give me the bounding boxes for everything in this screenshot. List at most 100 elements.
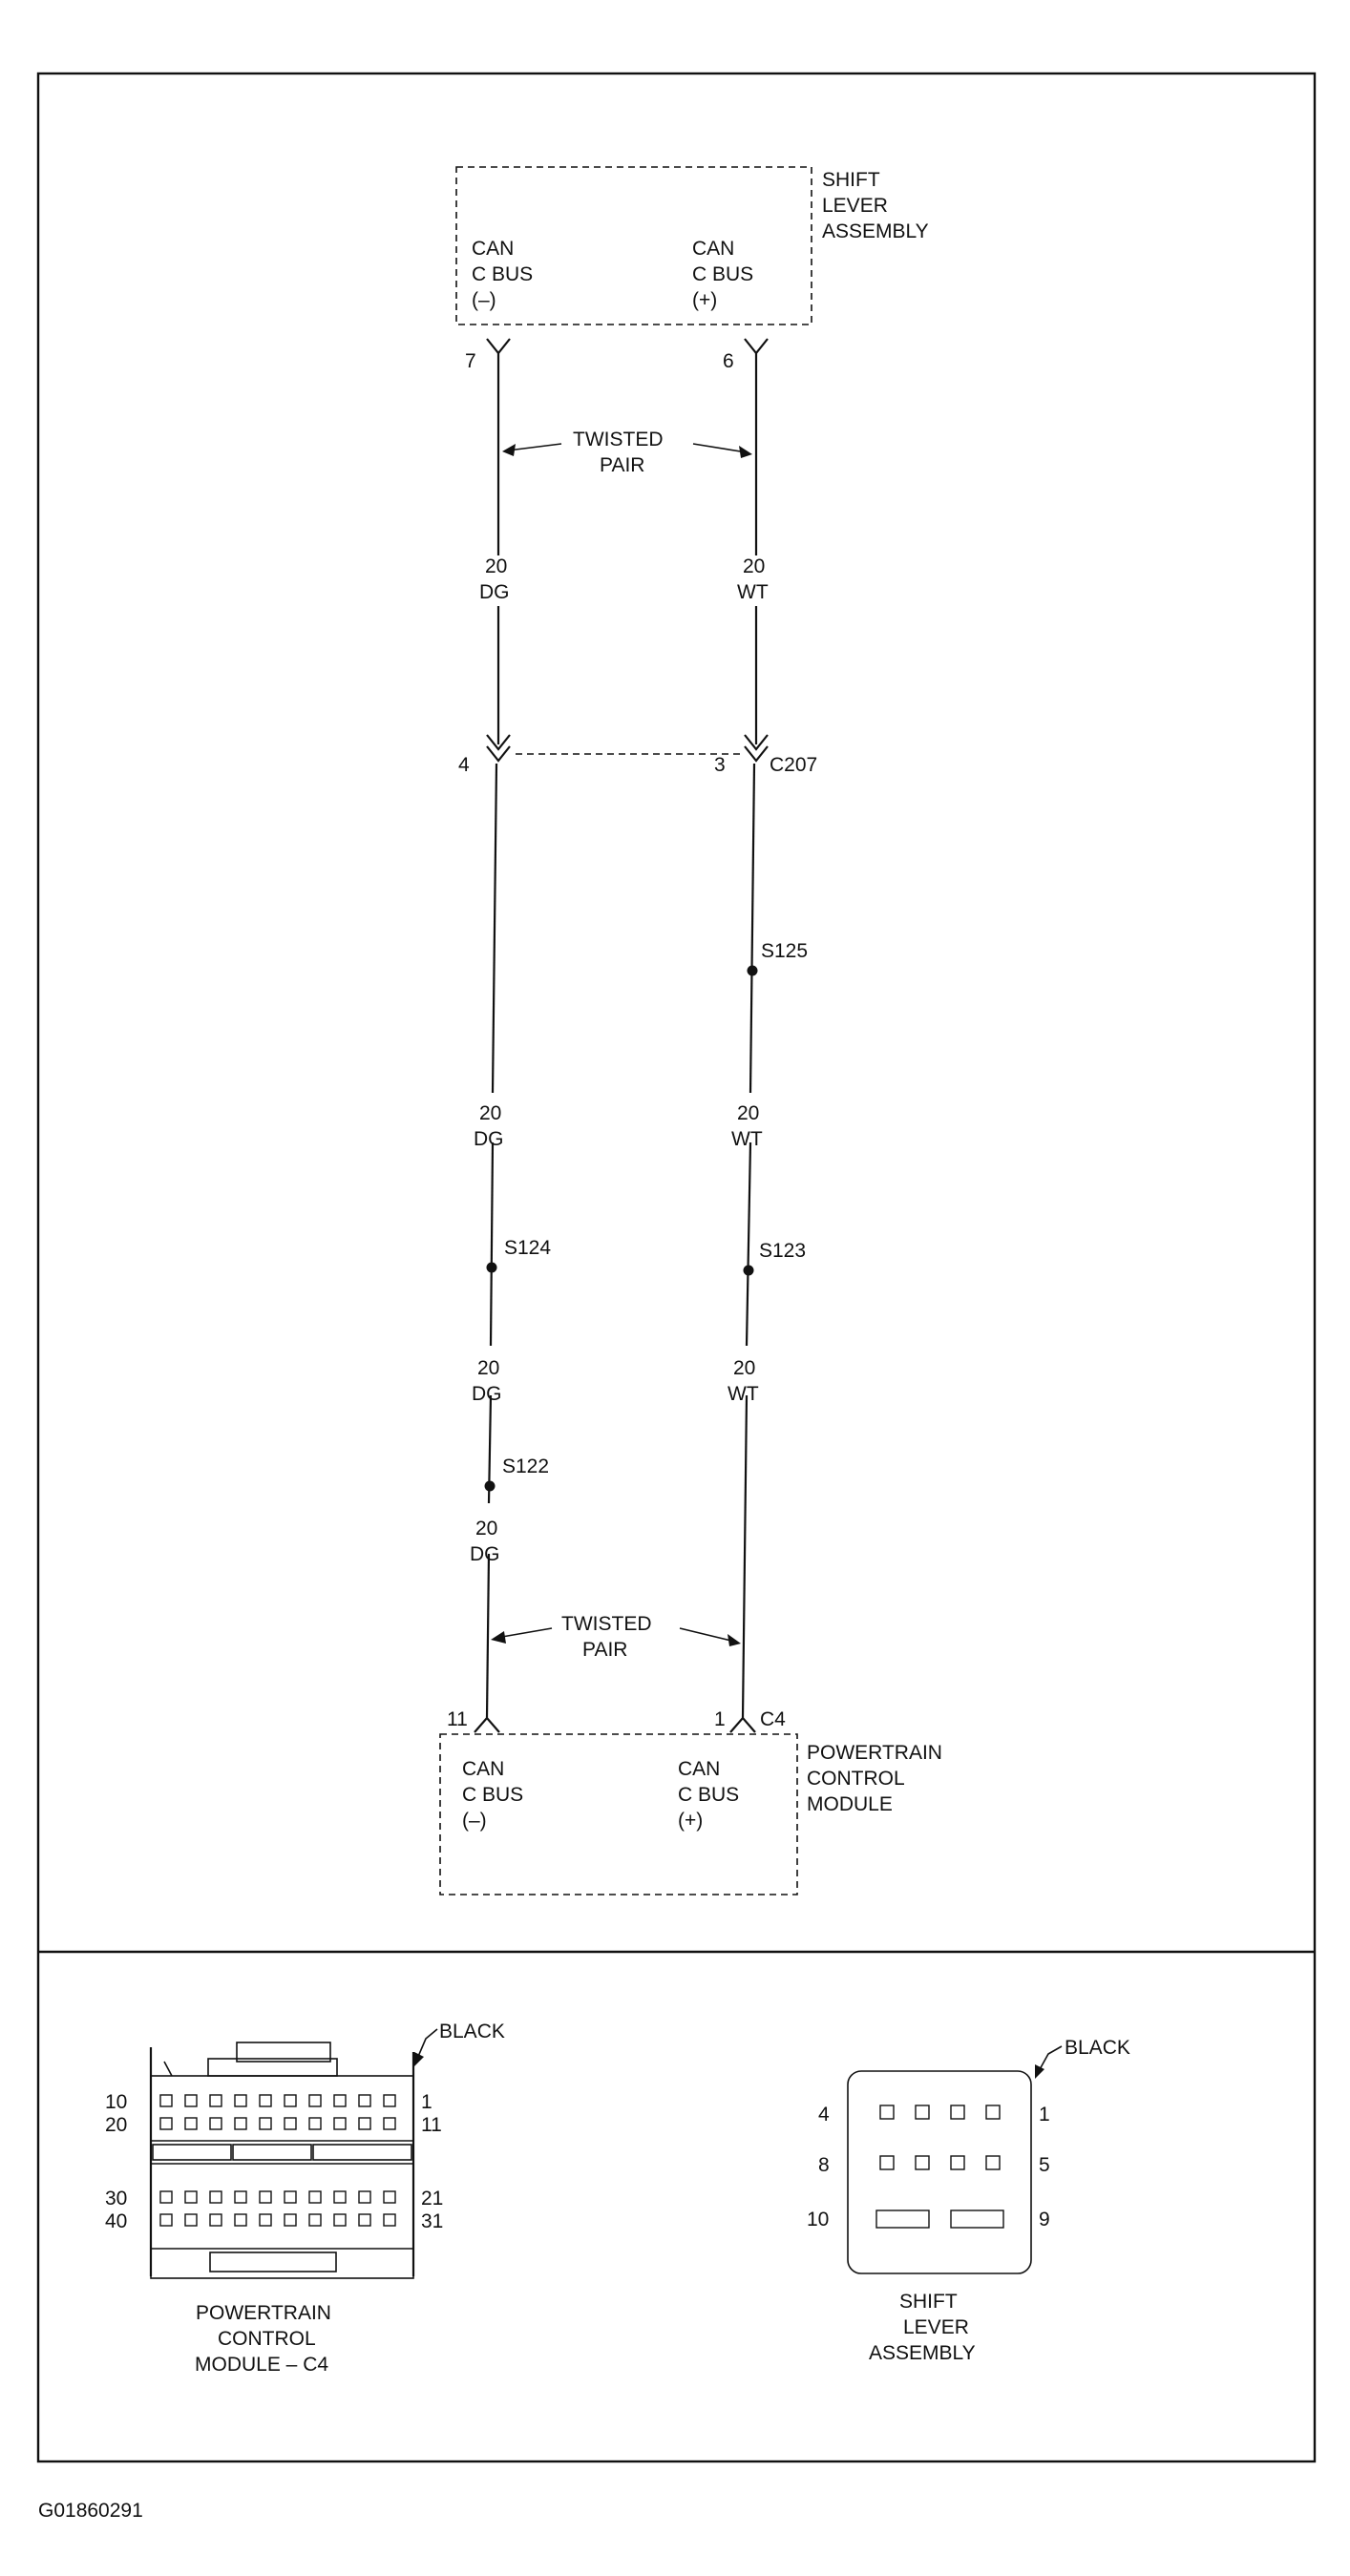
pcm-c4-cavity xyxy=(308,2094,322,2107)
pcm-c4-cavity xyxy=(159,2190,173,2204)
splice-s124-dot xyxy=(486,1262,497,1273)
pcm-c4-cavity xyxy=(358,2190,371,2204)
shift-row-label-9: 9 xyxy=(1039,2209,1050,2230)
pcm-c4-cavity xyxy=(159,2094,173,2107)
shift-lever-pin-plus-label-3: (+) xyxy=(692,289,717,311)
shift-connector-caption-2: LEVER xyxy=(903,2316,969,2338)
shift-lever-pin-minus-label-2: C BUS xyxy=(472,263,533,285)
twisted-pair-upper: TWISTED PAIR xyxy=(502,429,752,476)
can-plus-wire xyxy=(741,353,758,1719)
pcm-name-3: MODULE xyxy=(807,1793,893,1815)
pcm-c4-row-label-40: 40 xyxy=(105,2210,127,2232)
wire-gauge-minus-upper: 20 xyxy=(485,555,507,577)
splice-s122-label: S122 xyxy=(502,1456,549,1477)
wire-gauge-plus-mid: 20 xyxy=(737,1102,759,1124)
pcm-c4-cavity xyxy=(383,2117,396,2130)
shift-cavity xyxy=(915,2155,930,2170)
pcm-pin-minus-label-1: CAN xyxy=(462,1758,504,1780)
pcm-pin-minus-label-3: (–) xyxy=(462,1810,487,1832)
shift-row-label-4: 4 xyxy=(818,2104,830,2126)
pcm-c4-cavity xyxy=(284,2117,297,2130)
shift-row-label-8: 8 xyxy=(818,2154,830,2176)
shift-lever-cavities xyxy=(879,2105,1001,2170)
pcm-c4-cavity xyxy=(333,2117,347,2130)
wire-color-minus-upper: DG xyxy=(479,581,510,603)
c207-label: C207 xyxy=(770,754,817,776)
pcm-module-box xyxy=(439,1733,798,1895)
wire-gauge-plus-low: 20 xyxy=(733,1357,755,1379)
wire-color-plus-mid: WT xyxy=(731,1128,763,1150)
twisted-pair-upper-line-2: PAIR xyxy=(600,454,644,476)
diagram-frame xyxy=(36,72,1317,2463)
shift-lever-pin-plus-label-1: CAN xyxy=(692,238,734,260)
shift-cavity-9 xyxy=(950,2209,1004,2229)
splice-s125-dot xyxy=(747,965,758,976)
pcm-pin-plus-label-2: C BUS xyxy=(678,1784,739,1806)
pcm-c4-cavity xyxy=(209,2190,222,2204)
splice-s124-label: S124 xyxy=(504,1237,551,1259)
pcm-pin-minus-label-2: C BUS xyxy=(462,1784,523,1806)
pcm-pin-11-number: 11 xyxy=(447,1708,468,1730)
shift-lever-name-3: ASSEMBLY xyxy=(822,220,929,242)
shift-pin-6-number: 6 xyxy=(723,350,734,372)
pcm-pin-plus-label-3: (+) xyxy=(678,1810,703,1832)
pcm-pin-1-terminal xyxy=(729,1716,756,1733)
pcm-c4-cavity xyxy=(284,2213,297,2227)
twisted-pair-lower-line-1: TWISTED xyxy=(561,1613,652,1635)
pcm-c4-cavity xyxy=(383,2213,396,2227)
shift-lever-module-box xyxy=(455,166,812,325)
wire-gauge-minus-low: 20 xyxy=(477,1357,499,1379)
shift-lever-pin-minus-label-3: (–) xyxy=(472,289,496,311)
pcm-c4-cavity xyxy=(358,2117,371,2130)
pcm-pin-1-number: 1 xyxy=(714,1708,726,1730)
shift-row-label-1: 1 xyxy=(1039,2104,1050,2126)
pcm-c4-cavity xyxy=(209,2094,222,2107)
pcm-c4-cavity xyxy=(159,2117,173,2130)
pcm-c4-cavity xyxy=(358,2213,371,2227)
shift-row-label-10: 10 xyxy=(807,2209,829,2230)
shift-connector-color-label: BLACK xyxy=(1065,2037,1130,2059)
c207-connector: 4 3 C207 xyxy=(458,734,817,776)
pcm-c4-cavity xyxy=(308,2190,322,2204)
shift-connector-caption-1: SHIFT xyxy=(899,2291,958,2313)
twisted-pair-upper-line-1: TWISTED xyxy=(573,429,664,450)
wire-color-plus-low: WT xyxy=(728,1383,759,1405)
shift-cavity xyxy=(950,2155,965,2170)
pcm-c4-cavity xyxy=(308,2213,322,2227)
splice-s125-label: S125 xyxy=(761,940,808,962)
wire-gauge-plus-upper: 20 xyxy=(743,555,765,577)
wire-color-minus-mid: DG xyxy=(474,1128,504,1150)
pcm-c4-cavity xyxy=(209,2117,222,2130)
pcm-name-1: POWERTRAIN xyxy=(807,1742,942,1764)
pcm-c4-cavities xyxy=(159,2094,396,2227)
shift-lever-name-2: LEVER xyxy=(822,195,888,217)
pcm-c4-row-label-11: 11 xyxy=(421,2114,442,2136)
shift-cavity-10 xyxy=(875,2209,930,2229)
splice-s123-label: S123 xyxy=(759,1240,806,1262)
wire-gauge-minus-bottom: 20 xyxy=(475,1518,497,1539)
figure-id: G01860291 xyxy=(38,2500,143,2522)
shift-lever-pin-plus-label-2: C BUS xyxy=(692,263,753,285)
pcm-c4-row-label-10: 10 xyxy=(105,2091,127,2113)
pcm-c4-cavity xyxy=(308,2117,322,2130)
shift-row-label-5: 5 xyxy=(1039,2154,1050,2176)
pcm-c4-cavity xyxy=(383,2094,396,2107)
twisted-pair-lower: TWISTED PAIR xyxy=(491,1613,741,1661)
splice-s123-dot xyxy=(743,1265,754,1276)
pcm-name-2: CONTROL xyxy=(807,1768,905,1790)
pcm-c4-cavity xyxy=(184,2094,198,2107)
shift-lever-connector-view: 4 8 10 1 5 9 BLACK SHIFT LEVER ASSEMBLY xyxy=(807,2037,1130,2364)
pcm-c4-cavity xyxy=(184,2117,198,2130)
pcm-c4-cavity xyxy=(284,2094,297,2107)
shift-pin-7-number: 7 xyxy=(465,350,476,372)
pcm-c4-cavity xyxy=(259,2190,272,2204)
c4-label: C4 xyxy=(760,1708,786,1730)
shift-cavity xyxy=(879,2105,895,2120)
shift-cavity xyxy=(879,2155,895,2170)
pcm-c4-cavity xyxy=(234,2117,247,2130)
shift-lever-name-1: SHIFT xyxy=(822,169,880,191)
pcm-c4-caption-2: CONTROL xyxy=(218,2328,316,2350)
pcm-c4-cavity xyxy=(184,2213,198,2227)
pcm-c4-cavity xyxy=(284,2190,297,2204)
pcm-module: POWERTRAIN CONTROL MODULE CAN C BUS (–) … xyxy=(439,1733,942,1895)
